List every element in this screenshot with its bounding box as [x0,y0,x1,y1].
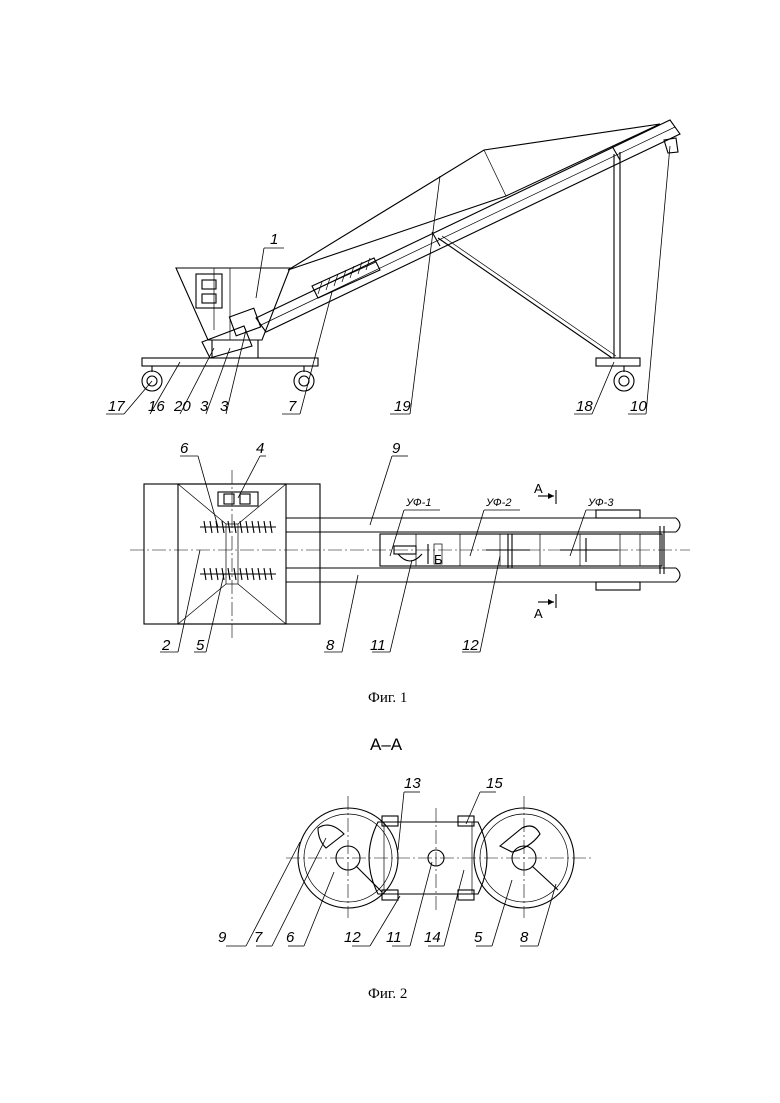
fig2-title: А–А [370,735,403,754]
base-frame [142,358,318,366]
section-leaders [226,792,556,946]
tube-lower-plan [286,568,680,582]
plan-leaders [160,456,500,652]
label-8-sec: 8 [520,929,529,946]
lamp-uf1 [394,544,428,564]
rear-wheel-right [294,366,314,391]
uv-hood [288,124,660,270]
tube-upper-plan [286,518,680,532]
label-13: 13 [404,775,421,792]
label-17: 17 [108,398,125,415]
label-19: 19 [394,398,411,415]
drive-motor [202,326,252,358]
label-5-plan: 5 [196,637,205,654]
label-5-sec: 5 [474,929,483,946]
label-3b: 3 [220,398,229,415]
lamp-uf2 [486,534,530,568]
label-12-plan: 12 [462,637,479,654]
label-9-plan: 9 [392,440,401,457]
view-mark-b: Б [434,552,443,567]
zone-uf1: УФ-1 [405,497,431,509]
label-8-plan: 8 [326,637,335,654]
side-leaders [106,146,670,414]
label-2-plan: 2 [161,637,171,654]
label-1: 1 [270,231,278,248]
rear-wheel-left [142,366,162,391]
fig1-caption: Фиг. 1 [368,690,407,706]
label-20: 20 [173,398,191,415]
section-letter-top: А [534,481,543,496]
label-7-sec: 7 [254,929,263,946]
label-9-sec: 9 [218,929,227,946]
zone-uf3: УФ-3 [587,497,614,509]
section-letter-bottom: А [534,606,543,621]
clamp-br [458,890,474,900]
label-15: 15 [486,775,503,792]
front-wheel [614,366,634,391]
label-14-sec: 14 [424,929,441,946]
fig2-section: А–А [218,735,592,946]
label-4-plan: 4 [256,440,264,457]
label-11-plan: 11 [370,637,386,654]
clamp-tr [458,816,474,826]
label-10: 10 [630,398,647,415]
zone-uf2: УФ-2 [485,497,511,509]
label-16: 16 [148,398,165,415]
label-6-plan: 6 [180,440,189,457]
label-11-sec: 11 [386,929,402,946]
motor-plan [218,492,258,506]
label-12-sec: 12 [344,929,361,946]
front-frame [596,358,640,366]
label-3a: 3 [200,398,209,415]
label-6-sec: 6 [286,929,295,946]
fig1-plan-view: А А Б УФ-1 УФ-2 УФ-3 6 4 9 2 5 8 11 12 [130,440,690,654]
gearbox [229,308,260,336]
label-18: 18 [576,398,593,415]
support-strut [438,238,612,358]
fig2-caption: Фиг. 2 [368,986,407,1002]
label-7: 7 [288,398,297,415]
fig1-side-view: 1 17 16 20 3 3 7 19 18 10 [106,120,680,415]
